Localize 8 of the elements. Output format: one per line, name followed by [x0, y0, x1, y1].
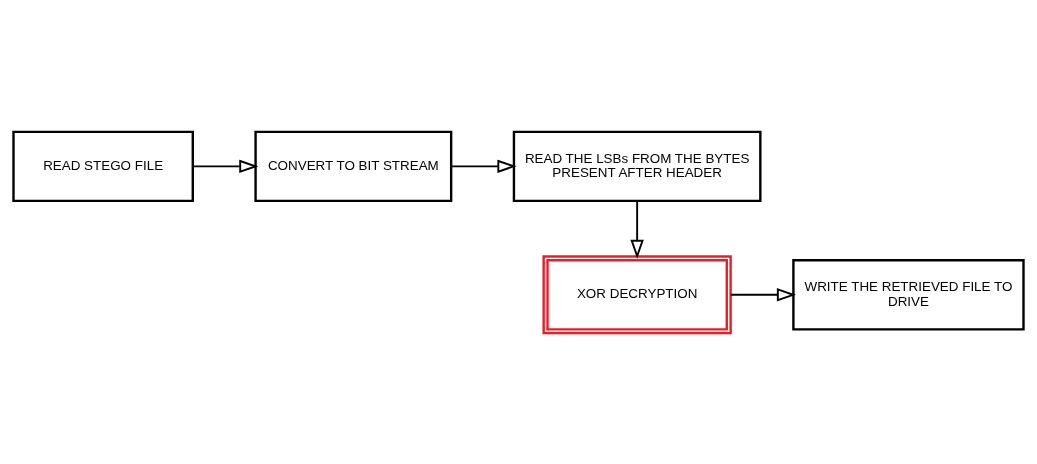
arrow — [191, 159, 259, 173]
node-box: CONVERT TO BIT STREAM — [254, 130, 453, 202]
node-box: WRITE THE RETRIEVED FILE TO DRIVE — [792, 258, 1025, 331]
arrow — [729, 287, 797, 302]
arrow — [630, 199, 644, 259]
node-box: READ THE LSBs FROM THE BYTES PRESENT AFTER HEADER — [512, 130, 762, 202]
node-box: READ STEGO FILE — [12, 130, 194, 202]
arrow — [450, 159, 517, 173]
